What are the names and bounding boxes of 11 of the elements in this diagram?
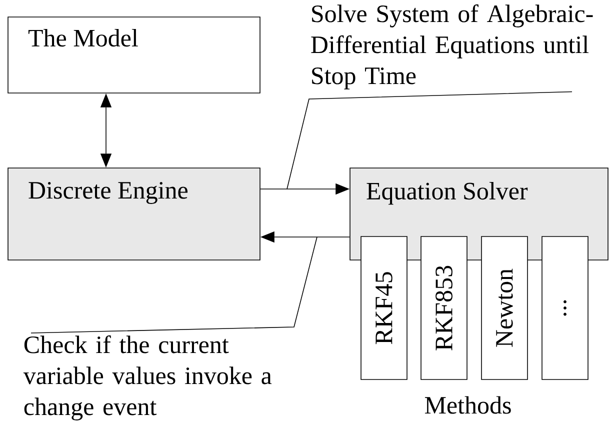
methods-label: Methods xyxy=(424,396,511,414)
leader-line xyxy=(286,91,572,190)
method-box: RKF45 xyxy=(360,236,408,380)
leader-line xyxy=(30,236,318,334)
method-box: ... xyxy=(542,236,588,380)
process-box: Discrete Engine xyxy=(8,168,260,260)
method-box: RKF853 xyxy=(420,236,468,380)
annotation-text: Check if the current variable values invoke a change event xyxy=(23,335,272,420)
process-box: The Model xyxy=(8,16,260,94)
annotation-text: Solve System of Algebraic-Differential Equations until Stop Time xyxy=(311,4,593,90)
method-box: Newton xyxy=(481,236,528,380)
